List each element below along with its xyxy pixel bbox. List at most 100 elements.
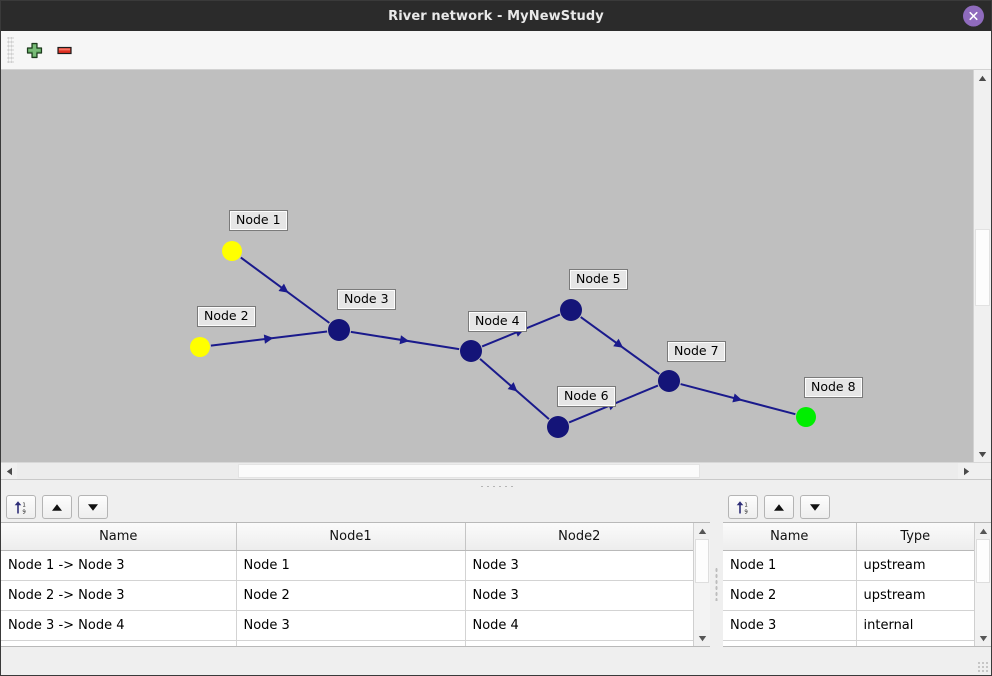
main-toolbar [1,31,991,70]
toolbar-grip[interactable] [7,37,14,63]
reaches-toolbar: 1 9 [1,492,710,522]
vertical-splitter[interactable] [710,492,723,675]
scroll-down-icon[interactable] [974,446,991,462]
reaches-vertical-scrollbar[interactable] [693,523,710,646]
window-resize-grip[interactable] [977,661,988,672]
nodes-scroll-down-icon[interactable] [975,630,991,646]
table-cell[interactable]: internal [856,640,974,646]
nodes-vscroll-track[interactable] [975,539,991,630]
table-row[interactable]: Node 4internal [723,640,974,646]
svg-text:9: 9 [744,509,748,515]
table-cell[interactable]: Node 1 [236,550,466,581]
node-label-node-8[interactable]: Node 8 [804,377,863,398]
canvas-vscroll-thumb[interactable] [975,229,990,306]
table-cell[interactable]: Node 4 -> Node 5 [1,640,237,646]
arrow-up-icon[interactable] [42,495,72,519]
table-cell[interactable]: Node 1 [723,550,857,581]
window-title: River network - MyNewStudy [388,8,604,24]
canvas-vertical-scrollbar[interactable] [973,70,991,462]
table-cell[interactable]: Node 4 [465,610,693,641]
edges-layer [210,256,796,424]
scroll-up-icon[interactable] [974,70,991,86]
table-cell[interactable]: upstream [856,550,974,581]
sort-icon[interactable]: 1 9 [6,495,36,519]
table-cell[interactable]: Node 5 [465,640,693,646]
nodes-vscroll-thumb[interactable] [976,539,990,583]
node-label-node-6[interactable]: Node 6 [557,386,616,407]
node-label-node-2[interactable]: Node 2 [197,306,256,327]
table-cell[interactable]: Node 3 [723,610,857,641]
canvas-vscroll-track[interactable] [974,86,991,446]
graph-node-node-8[interactable] [796,407,816,427]
table-cell[interactable]: Node 4 [236,640,466,646]
nodes-vertical-scrollbar[interactable] [974,523,991,646]
node-label-node-7[interactable]: Node 7 [667,341,726,362]
table-cell[interactable]: Node 4 [723,640,857,646]
canvas-hscroll-thumb[interactable] [238,464,700,478]
graph-node-node-5[interactable] [560,299,582,321]
node-label-node-4[interactable]: Node 4 [468,311,527,332]
graph-node-node-6[interactable] [547,416,569,438]
arrow-down-icon[interactable] [78,495,108,519]
nodes-statusbar [723,647,991,675]
graph-node-node-1[interactable] [222,241,242,261]
horizontal-splitter[interactable] [1,479,991,492]
svg-text:1: 1 [22,502,25,508]
column-header-name[interactable]: Name [723,523,857,551]
table-cell[interactable]: Node 3 [236,610,466,641]
close-icon[interactable] [963,5,984,27]
graph-node-node-7[interactable] [658,370,680,392]
reaches-vscroll-track[interactable] [694,539,710,630]
river-network-diagram[interactable]: Node 1 Node 2 Node 3 Node 4 Node 5 Node 6 Node… [1,70,973,462]
column-header-type[interactable]: Type [856,523,974,551]
table-cell[interactable]: upstream [856,580,974,611]
graph-node-node-3[interactable] [328,319,350,341]
scroll-left-icon[interactable] [1,463,17,479]
node-label-node-5[interactable]: Node 5 [569,269,628,290]
arrow-down-icon[interactable] [800,495,830,519]
edge-arrow-icon [263,334,274,344]
canvas-horizontal-scrollbar[interactable] [1,462,991,479]
reaches-vscroll-thumb[interactable] [695,539,709,583]
table-cell[interactable]: Node 3 [465,550,693,581]
scroll-right-icon[interactable] [958,463,974,479]
table-cell[interactable]: Node 1 -> Node 3 [1,550,237,581]
arrow-up-icon[interactable] [764,495,794,519]
table-cell[interactable]: Node 3 [465,580,693,611]
sort-icon[interactable]: 1 9 [728,495,758,519]
column-header-node1[interactable]: Node1 [236,523,466,551]
canvas-hscroll-track[interactable] [17,463,958,479]
nodes-scroll-up-icon[interactable] [975,523,991,539]
table-cell[interactable]: Node 2 [723,580,857,611]
table-cell[interactable]: internal [856,610,974,641]
add-node-icon[interactable] [19,35,49,65]
reaches-scroll-up-icon[interactable] [694,523,710,539]
graph-node-node-2[interactable] [190,337,210,357]
reaches-scroll-down-icon[interactable] [694,630,710,646]
node-label-node-1[interactable]: Node 1 [229,210,288,231]
edge-arrow-icon [732,393,743,403]
graph-node-node-4[interactable] [460,340,482,362]
table-cell[interactable]: Node 2 [236,580,466,611]
table-cell[interactable]: Node 3 -> Node 4 [1,610,237,641]
table-cell[interactable]: Node 2 -> Node 3 [1,580,237,611]
remove-node-icon[interactable] [49,35,79,65]
column-header-name[interactable]: Name [1,523,237,551]
node-label-node-3[interactable]: Node 3 [337,289,396,310]
splitter-grip [479,484,513,488]
column-header-node2[interactable]: Node2 [465,523,693,551]
